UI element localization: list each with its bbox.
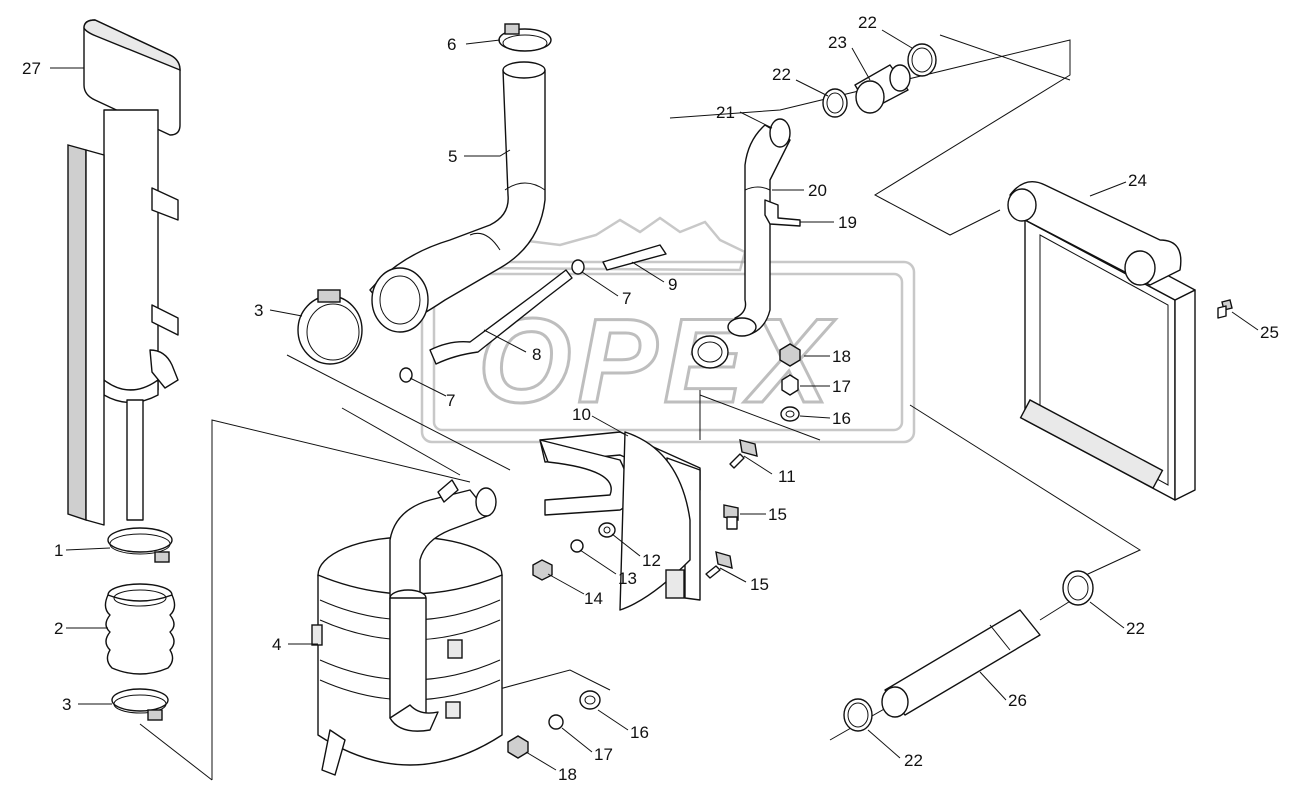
washers-upper [779, 343, 801, 422]
mounting-bracket [539, 431, 701, 611]
callout-18-upper: 18 [832, 347, 851, 366]
leader-lines [50, 29, 1259, 771]
breather-tubes [399, 244, 667, 383]
intercooler [1007, 181, 1196, 501]
callout-24: 24 [1128, 171, 1147, 190]
callout-13: 13 [618, 569, 637, 588]
callout-20: 20 [808, 181, 827, 200]
rubber-bellows [104, 583, 176, 675]
snorkel-pipe [67, 19, 181, 526]
callout-15-lower: 15 [750, 575, 769, 594]
callout-5: 5 [448, 147, 457, 166]
callout-17-upper: 17 [832, 377, 851, 396]
callout-23: 23 [828, 33, 847, 52]
watermark-text: OPEX [478, 294, 836, 428]
assembly-lines [139, 34, 1142, 781]
callout-14: 14 [584, 589, 603, 608]
callout-22-b: 22 [772, 65, 791, 84]
air-filter-housing [311, 479, 503, 776]
callout-21: 21 [716, 103, 735, 122]
callout-27: 27 [22, 59, 41, 78]
charge-air-pipe [691, 118, 801, 369]
lower-charge-pipe [843, 570, 1094, 732]
callout-19: 19 [838, 213, 857, 232]
callout-12: 12 [642, 551, 661, 570]
callout-2: 2 [54, 619, 63, 638]
callout-1: 1 [54, 541, 63, 560]
callout-22-a: 22 [858, 13, 877, 32]
callout-15-upper: 15 [768, 505, 787, 524]
callout-16-upper: 16 [832, 409, 851, 428]
watermark-logo: OPEX [420, 216, 916, 444]
intake-hose [369, 61, 546, 333]
callout-3-lower: 3 [62, 695, 71, 714]
washers-lower [507, 690, 601, 759]
callout-18-lower: 18 [558, 765, 577, 784]
callout-10: 10 [572, 405, 591, 424]
callout-numbers: 27 6 5 3 1 2 3 4 22 23 22 21 20 19 9 7 8… [22, 13, 1279, 784]
washers-and-nut [532, 522, 616, 581]
hose-clamp-6 [498, 23, 552, 52]
hose-clamp-1 [107, 527, 173, 563]
callout-22-c: 22 [1126, 619, 1145, 638]
callout-4: 4 [272, 635, 281, 654]
bolts [705, 439, 758, 579]
callout-9: 9 [668, 275, 677, 294]
callout-8: 8 [532, 345, 541, 364]
callout-7-upper: 7 [622, 289, 631, 308]
callout-6: 6 [447, 35, 456, 54]
callout-16-lower: 16 [630, 723, 649, 742]
callout-26: 26 [1008, 691, 1027, 710]
callout-11: 11 [778, 467, 796, 486]
couplers-upper [822, 43, 937, 118]
hose-clamp-3-upper [297, 289, 363, 365]
hose-clamp-3-lower [111, 688, 169, 721]
screw-25 [1217, 299, 1233, 319]
callout-25: 25 [1260, 323, 1279, 342]
callout-17-lower: 17 [594, 745, 613, 764]
callout-3-upper: 3 [254, 301, 263, 320]
callout-7-lower: 7 [446, 391, 455, 410]
callout-22-d: 22 [904, 751, 923, 770]
